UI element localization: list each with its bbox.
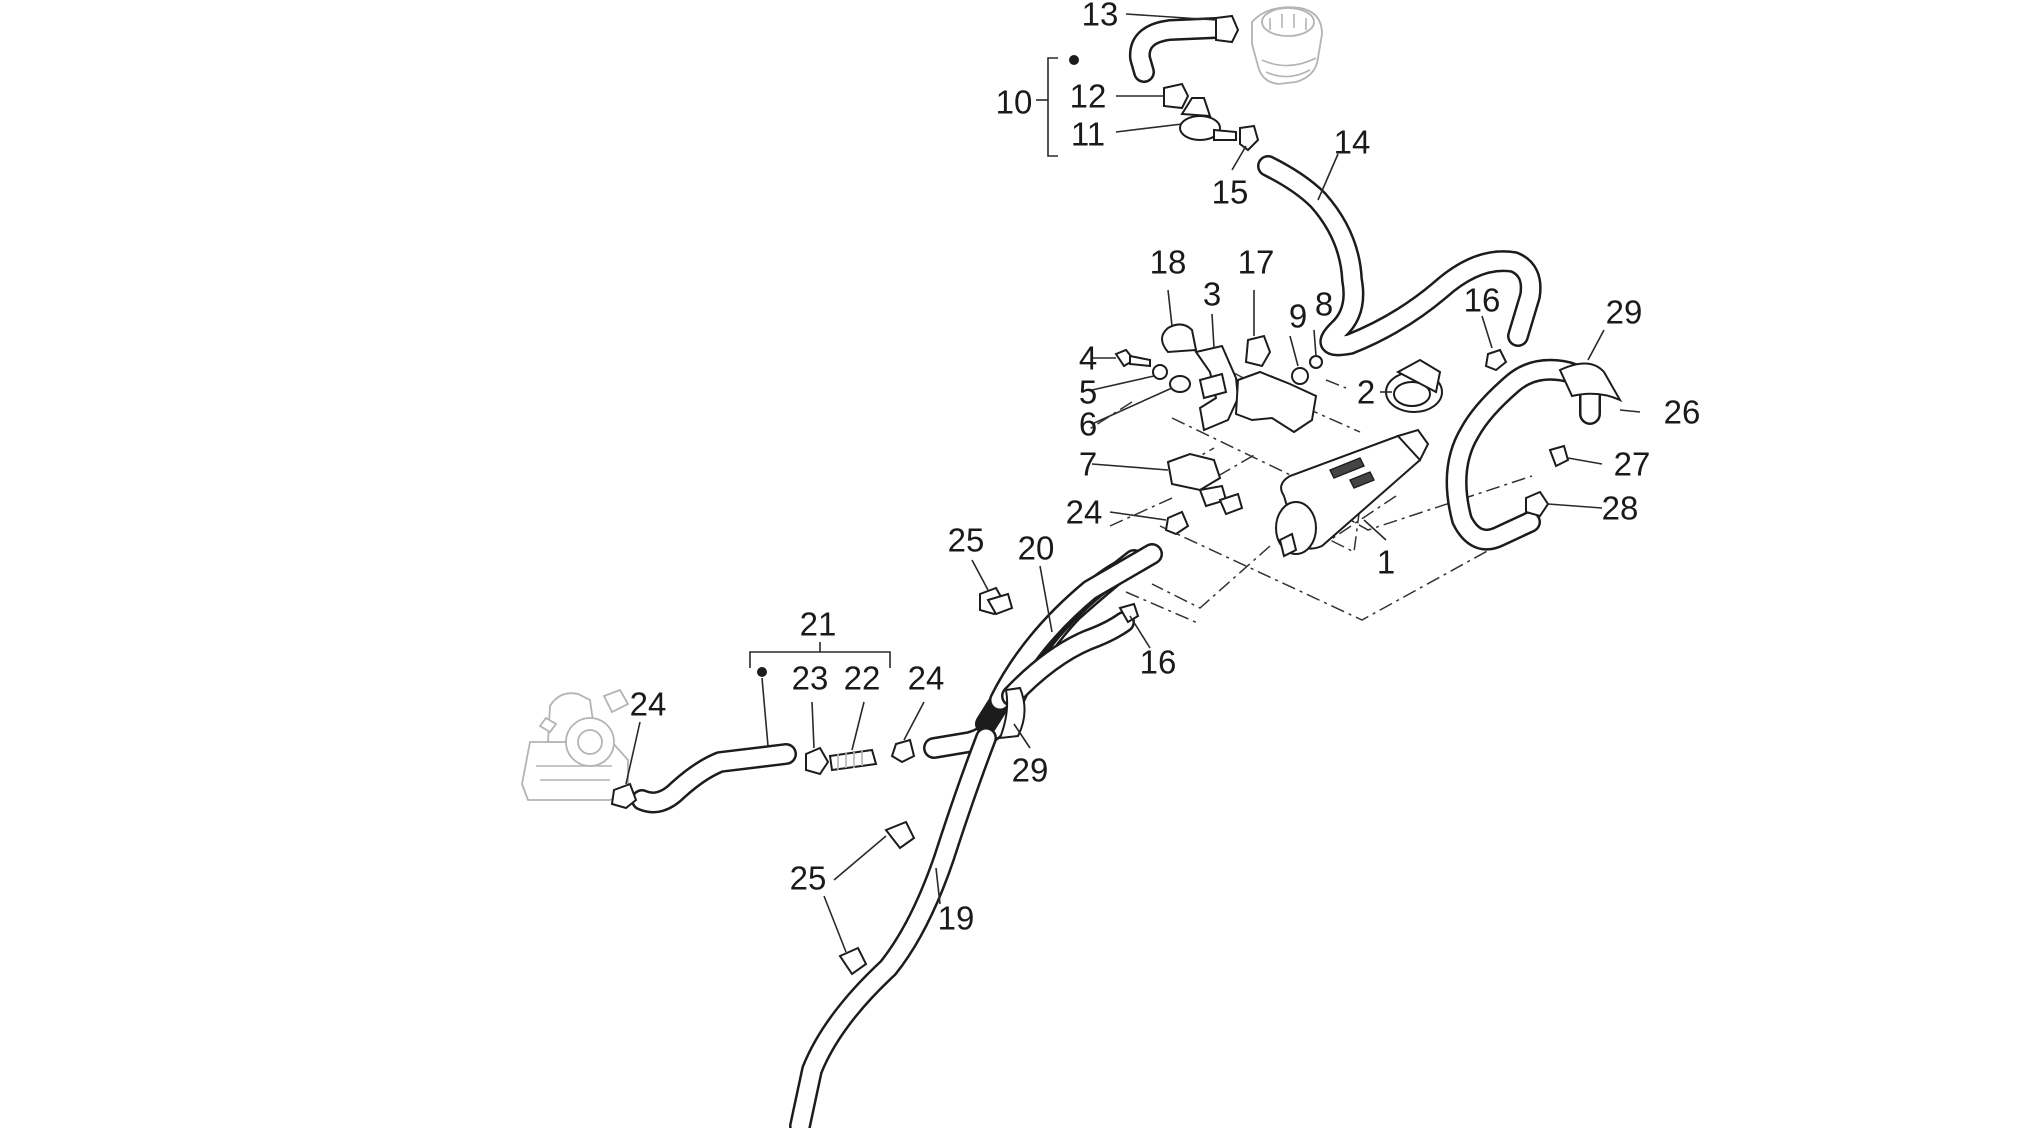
callout-labels: 13 10 12 11 14 15 18 3 17 9 8 16 29 4 5 …	[630, 0, 1701, 937]
clamp-29-upper	[998, 686, 1026, 740]
callout-5: 5	[1079, 374, 1097, 411]
callout-24-right: 24	[908, 660, 945, 697]
callout-11: 11	[1071, 116, 1105, 153]
hose-14	[1257, 155, 1542, 357]
callout-8: 8	[1315, 286, 1333, 323]
throttle-body-ghost	[521, 688, 630, 801]
hose-13	[1128, 17, 1227, 83]
clip-25-upper	[979, 586, 1014, 616]
clamp-24-left	[610, 782, 638, 810]
clamp-23	[805, 746, 830, 776]
clamp-24-mid	[1164, 510, 1190, 536]
clip-17	[1244, 334, 1272, 368]
washer-6	[1169, 375, 1191, 393]
callout-22: 22	[844, 660, 881, 697]
callout-27: 27	[1614, 446, 1651, 483]
clamp-12	[1163, 82, 1190, 110]
callout-25-upper: 25	[948, 522, 985, 559]
callout-25-lower: 25	[790, 860, 827, 897]
callout-20: 20	[1018, 530, 1055, 567]
callout-6: 6	[1079, 406, 1097, 443]
callout-12: 12	[1070, 78, 1107, 115]
washer-8	[1309, 355, 1323, 369]
callout-26: 26	[1664, 394, 1701, 431]
fuel-tank-neck-ghost	[1251, 6, 1323, 85]
callout-9: 9	[1289, 298, 1307, 335]
callout-14: 14	[1334, 124, 1371, 161]
clip-16-upper	[1484, 348, 1508, 372]
callout-16-upper: 16	[1464, 282, 1501, 319]
assembly-dots	[757, 55, 1079, 677]
valve-11	[1179, 97, 1237, 141]
callout-1: 1	[1377, 544, 1395, 581]
bracket-3	[1194, 344, 1318, 434]
callout-4: 4	[1079, 340, 1097, 377]
fitting-13	[1215, 14, 1240, 44]
hose-19	[789, 727, 997, 1128]
callout-29-upper: 29	[1606, 294, 1643, 331]
hose-26	[1445, 358, 1601, 551]
fuel-filter-1	[1275, 428, 1430, 558]
callout-17: 17	[1238, 244, 1275, 281]
callout-28: 28	[1602, 490, 1639, 527]
clip-27	[1548, 444, 1570, 468]
callout-29-lower: 29	[1012, 752, 1049, 789]
clip-25-lower	[838, 820, 916, 976]
hose-20-branch	[1001, 611, 1135, 707]
callout-15: 15	[1212, 174, 1249, 211]
callout-21: 21	[800, 606, 837, 643]
leader-lines	[625, 13, 1641, 953]
clip-15	[1239, 124, 1260, 152]
callout-23: 23	[792, 660, 829, 697]
callout-7: 7	[1079, 446, 1097, 483]
fitting-28	[1525, 490, 1550, 518]
callout-24-left: 24	[630, 686, 667, 723]
callout-3: 3	[1203, 276, 1221, 313]
clamp-24-right	[890, 738, 916, 764]
callout-18: 18	[1150, 244, 1187, 281]
callout-13: 13	[1082, 0, 1119, 33]
callout-2: 2	[1357, 374, 1375, 411]
clip-16-lower	[1118, 602, 1140, 624]
sleeve-29-right	[1558, 362, 1623, 403]
callout-16-lower: 16	[1140, 644, 1177, 681]
bolt-4	[1114, 348, 1151, 368]
fitting-7	[1166, 452, 1244, 516]
clamp-18	[1161, 323, 1198, 354]
hose-21	[631, 743, 797, 814]
callout-24-mid: 24	[1066, 494, 1103, 531]
nut-9	[1291, 367, 1309, 385]
clamp-2	[1385, 358, 1443, 413]
fitting-22	[828, 748, 878, 772]
washer-5	[1152, 364, 1168, 380]
callout-10: 10	[996, 84, 1033, 121]
callout-19: 19	[938, 900, 975, 937]
